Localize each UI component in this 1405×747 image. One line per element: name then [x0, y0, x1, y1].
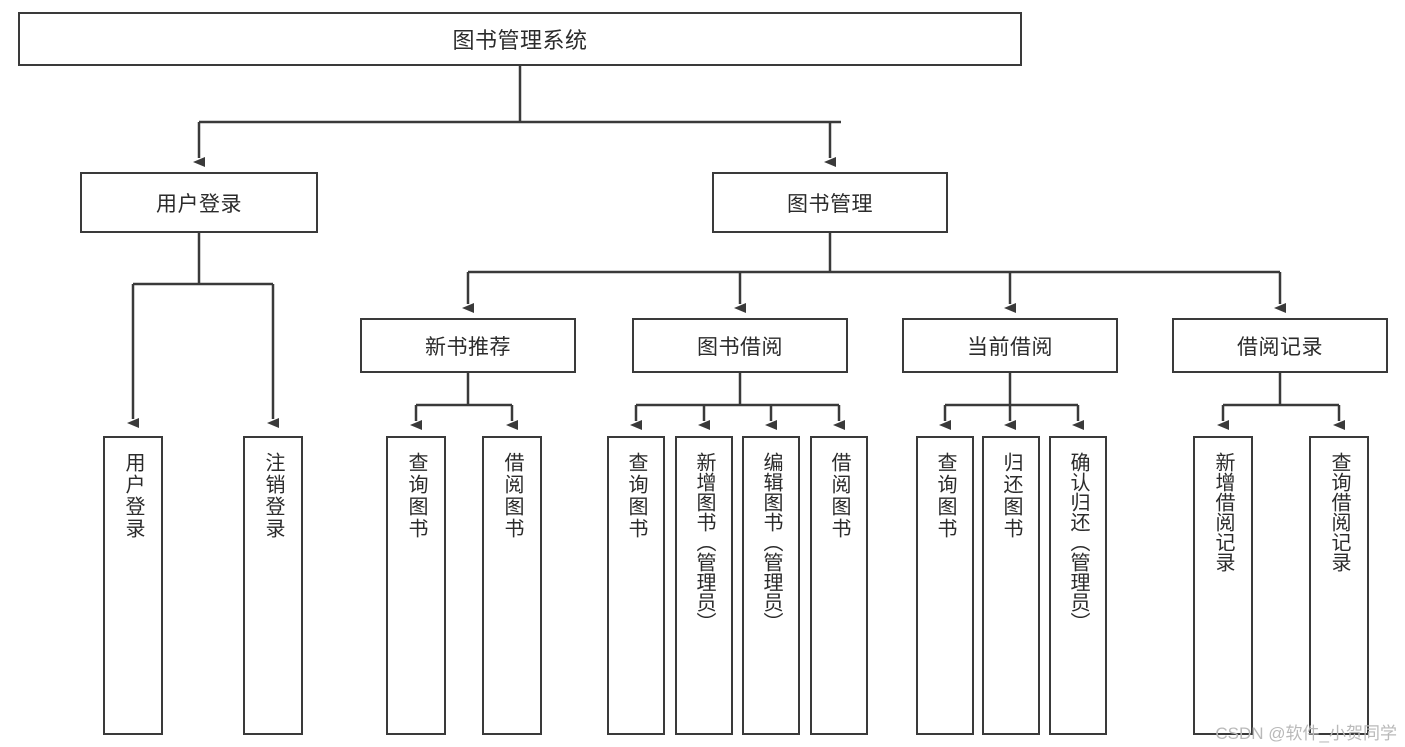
leaf-current-borrow-query-book[interactable]: 查询图书 — [916, 436, 974, 735]
node-label: 编辑图书（管理员） — [760, 452, 782, 632]
watermark: CSDN @软件_小贺同学 — [1215, 724, 1397, 743]
node-label: 确认归还（管理员） — [1067, 452, 1089, 632]
node-book-borrow[interactable]: 图书借阅 — [632, 318, 848, 373]
leaf-new-book-borrow-book[interactable]: 借阅图书 — [482, 436, 542, 735]
leaf-current-borrow-confirm-return-admin[interactable]: 确认归还（管理员） — [1049, 436, 1107, 735]
node-label: 查询图书 — [625, 452, 647, 540]
node-label: 注销登录 — [262, 452, 284, 540]
node-root-book-management-system[interactable]: 图书管理系统 — [18, 12, 1022, 66]
node-label: 当前借阅 — [967, 335, 1053, 359]
node-book-management[interactable]: 图书管理 — [712, 172, 948, 233]
node-label: 图书管理系统 — [452, 28, 588, 53]
node-new-book-recommend[interactable]: 新书推荐 — [360, 318, 576, 373]
leaf-borrow-record-query-record[interactable]: 查询借阅记录 — [1309, 436, 1369, 735]
node-label: 借阅图书 — [828, 452, 850, 540]
node-label: 新增借阅记录 — [1212, 452, 1234, 572]
leaf-user-login-login[interactable]: 用户登录 — [103, 436, 163, 735]
node-label: 图书借阅 — [697, 335, 783, 359]
node-label: 借阅图书 — [501, 452, 523, 540]
leaf-user-login-logout[interactable]: 注销登录 — [243, 436, 303, 735]
node-label: 新增图书（管理员） — [693, 452, 715, 632]
node-label: 新书推荐 — [425, 335, 511, 359]
node-label: 图书管理 — [787, 192, 873, 216]
node-label: 查询图书 — [405, 452, 427, 540]
node-borrow-record[interactable]: 借阅记录 — [1172, 318, 1388, 373]
node-label: 用户登录 — [156, 192, 242, 216]
leaf-book-borrow-edit-book-admin[interactable]: 编辑图书（管理员） — [742, 436, 800, 735]
node-label: 借阅记录 — [1237, 335, 1323, 359]
leaf-book-borrow-query-book[interactable]: 查询图书 — [607, 436, 665, 735]
leaf-book-borrow-borrow-book[interactable]: 借阅图书 — [810, 436, 868, 735]
leaf-current-borrow-return-book[interactable]: 归还图书 — [982, 436, 1040, 735]
node-label: 查询借阅记录 — [1328, 452, 1350, 572]
node-label: 查询图书 — [934, 452, 956, 540]
node-current-borrow[interactable]: 当前借阅 — [902, 318, 1118, 373]
leaf-borrow-record-add-record[interactable]: 新增借阅记录 — [1193, 436, 1253, 735]
node-user-login[interactable]: 用户登录 — [80, 172, 318, 233]
leaf-new-book-query-book[interactable]: 查询图书 — [386, 436, 446, 735]
leaf-book-borrow-add-book-admin[interactable]: 新增图书（管理员） — [675, 436, 733, 735]
node-label: 归还图书 — [1000, 452, 1022, 540]
node-label: 用户登录 — [122, 452, 144, 540]
